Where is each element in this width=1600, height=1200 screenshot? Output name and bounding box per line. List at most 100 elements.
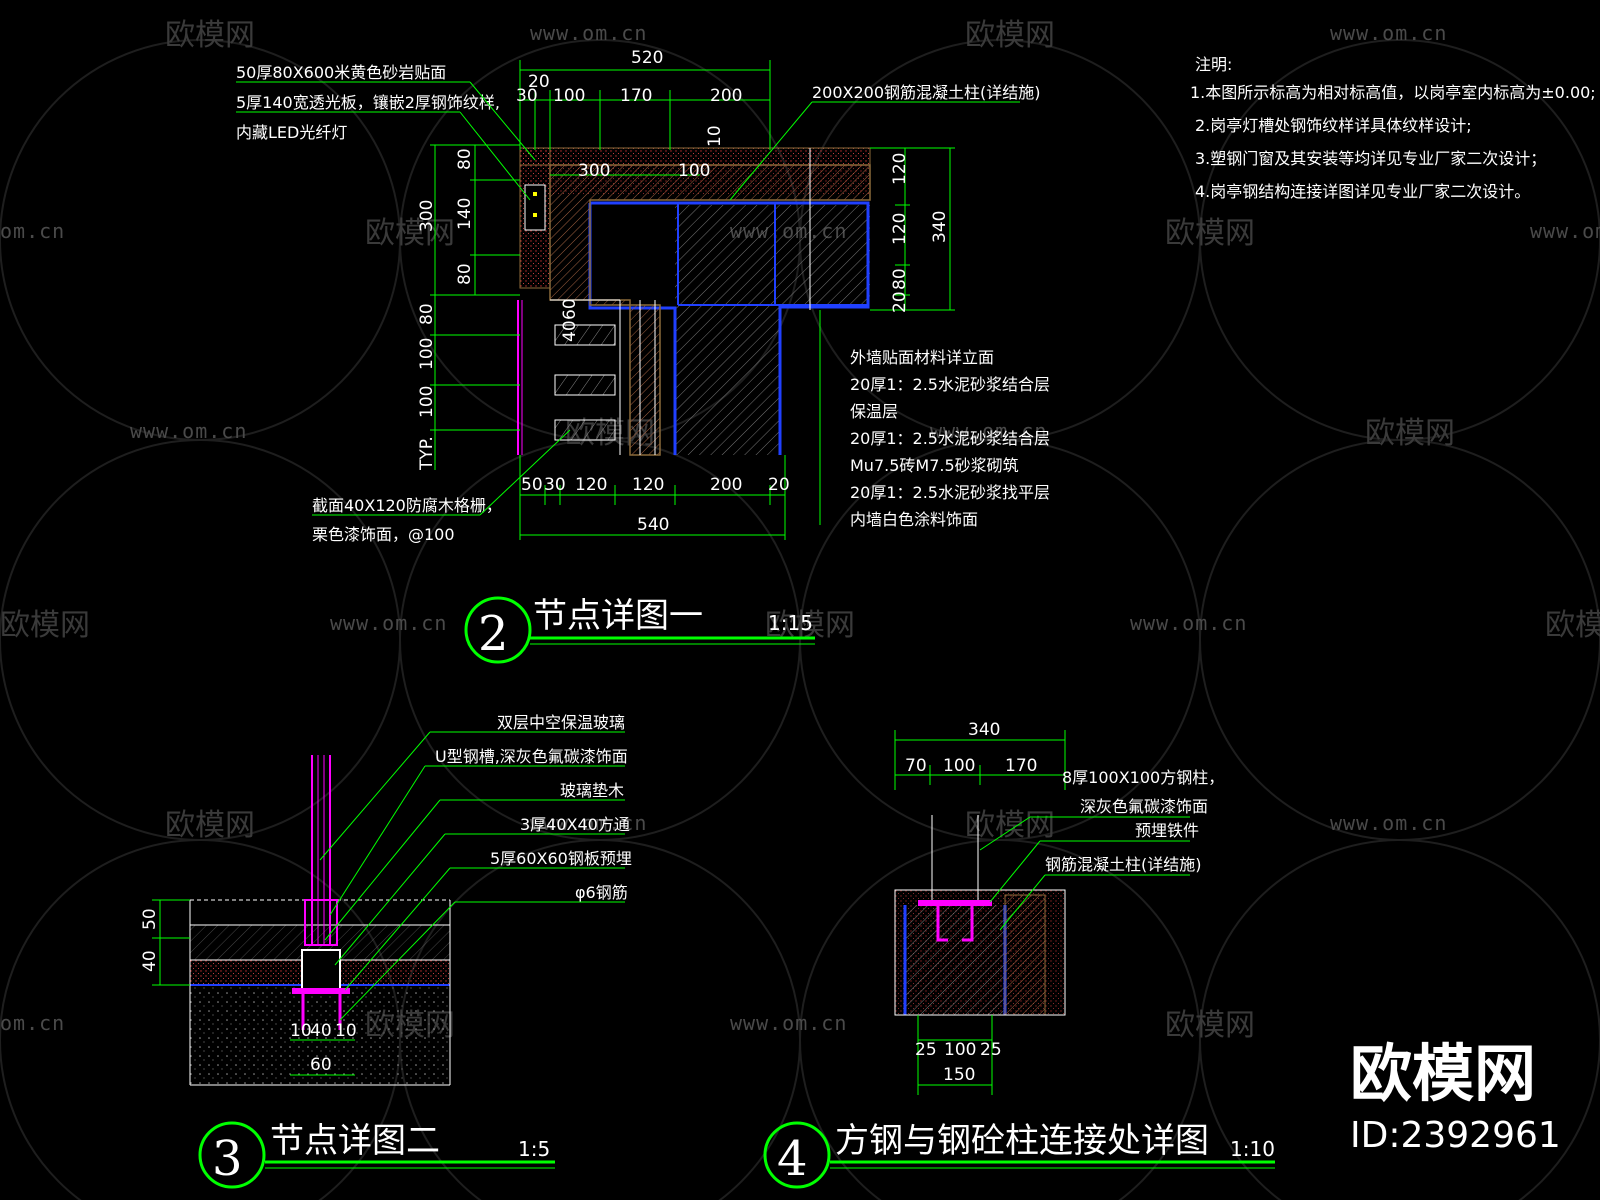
- svg-text:欧模网: 欧模网: [165, 808, 255, 843]
- svg-text:欧模网: 欧模网: [1165, 1008, 1255, 1043]
- svg-text:www.om.cn: www.om.cn: [930, 419, 1047, 443]
- svg-text:540: 540: [637, 515, 669, 535]
- svg-text:欧模网: 欧模网: [1165, 216, 1255, 251]
- note-2: 2.岗亭灯槽处钢饰纹样详具体纹样设计;: [1195, 116, 1472, 135]
- callout-led: 内藏LED光纤灯: [236, 123, 347, 142]
- note-3: 3.塑钢门窗及其安装等均详见专业厂家二次设计；: [1195, 149, 1546, 168]
- brand-name: 欧模网: [1350, 1037, 1536, 1110]
- callout-u-channel: U型钢槽,深灰色氟碳漆饰面: [435, 747, 628, 766]
- svg-text:520: 520: [631, 48, 663, 68]
- detail-4-drawing: [894, 815, 1066, 1016]
- svg-text:50: 50: [140, 908, 160, 930]
- svg-text:www.om.cn: www.om.cn: [530, 811, 647, 835]
- callout-steel-plate: 5厚60X60钢板预埋: [490, 849, 632, 868]
- detail-2-title: 2 节点详图一 1:15: [464, 596, 815, 664]
- svg-text:25: 25: [980, 1040, 1002, 1060]
- note-4: 4.岗亭钢结构连接详图详见专业厂家二次设计。: [1195, 182, 1530, 201]
- detail-3-number: 3: [212, 1131, 243, 1187]
- layer-7: 内墙白色涂料饰面: [850, 510, 978, 529]
- callout-column: 200X200钢筋混凝土柱(详结施): [812, 83, 1041, 102]
- svg-text:40: 40: [310, 1021, 332, 1041]
- svg-text:30: 30: [544, 475, 566, 495]
- svg-text:300: 300: [578, 161, 610, 181]
- svg-text:www.om.cn: www.om.cn: [530, 21, 647, 45]
- svg-text:100: 100: [553, 86, 585, 106]
- callout-embedded-part: 预埋铁件: [1135, 821, 1199, 840]
- detail-3-callouts: 双层中空保温玻璃 U型钢槽,深灰色氟碳漆饰面 玻璃垫木 3厚40X40方通 5厚…: [319, 713, 632, 1021]
- detail-4-title-text: 方钢与钢砼柱连接处详图: [835, 1121, 1209, 1161]
- svg-text:170: 170: [1005, 756, 1037, 776]
- callout-steel-column: 8厚100X100方钢柱，: [1062, 768, 1224, 787]
- svg-text:TYP.: TYP.: [417, 436, 437, 471]
- svg-text:120: 120: [890, 153, 910, 185]
- svg-text:80: 80: [890, 268, 910, 290]
- svg-text:www.om.cn: www.om.cn: [1330, 811, 1447, 835]
- detail-3-dimensions: 50 40 10 40 10 60: [140, 899, 357, 1076]
- svg-text:200: 200: [710, 86, 742, 106]
- svg-text:20: 20: [528, 72, 550, 92]
- svg-text:80: 80: [417, 303, 437, 325]
- detail-2-number: 2: [478, 606, 509, 662]
- svg-text:40: 40: [140, 950, 160, 972]
- svg-text:40: 40: [560, 320, 580, 342]
- svg-text:340: 340: [968, 720, 1000, 740]
- detail-3-title-text: 节点详图二: [270, 1121, 440, 1161]
- svg-text:www.om.cn: www.om.cn: [330, 611, 447, 635]
- svg-text:欧模网: 欧模网: [165, 18, 255, 53]
- svg-text:200: 200: [710, 475, 742, 495]
- callout-square-tube: 3厚40X40方通: [520, 815, 630, 834]
- detail-3-drawing: [189, 755, 451, 1086]
- svg-text:20: 20: [890, 291, 910, 313]
- svg-text:100: 100: [678, 161, 710, 181]
- svg-text:欧模网: 欧模网: [965, 18, 1055, 53]
- svg-text:100: 100: [417, 386, 437, 418]
- svg-text:70: 70: [905, 756, 927, 776]
- svg-text:100: 100: [943, 756, 975, 776]
- svg-text:om.cn: om.cn: [0, 219, 65, 243]
- callout-wood-finish: 栗色漆饰面，@100: [312, 525, 455, 544]
- svg-text:120: 120: [575, 475, 607, 495]
- callout-glass: 双层中空保温玻璃: [497, 713, 625, 732]
- svg-text:340: 340: [930, 211, 950, 243]
- brand-mark: 欧模网 ID:2392961: [1350, 1037, 1561, 1156]
- callout-glass-pad: 玻璃垫木: [560, 781, 624, 800]
- svg-text:60: 60: [310, 1055, 332, 1075]
- detail-4-callouts: 8厚100X100方钢柱， 深灰色氟碳漆饰面 预埋铁件 钢筋混凝土柱(详结施): [979, 768, 1224, 931]
- detail-2-scale: 1:15: [768, 611, 813, 635]
- layer-3: 保温层: [850, 402, 898, 421]
- detail-4-number: 4: [777, 1131, 808, 1187]
- svg-text:欧模网: 欧模网: [965, 808, 1055, 843]
- layer-2: 20厚1：2.5水泥砂浆结合层: [850, 375, 1050, 394]
- svg-text:140: 140: [455, 198, 475, 230]
- svg-text:150: 150: [943, 1065, 975, 1085]
- callout-wood-grille: 截面40X120防腐木格栅，: [312, 496, 502, 515]
- callout-sandstone: 50厚80X600米黄色砂岩贴面: [236, 63, 446, 82]
- svg-text:www.om.cn: www.om.cn: [130, 419, 247, 443]
- svg-text:30: 30: [516, 86, 538, 106]
- svg-text:120: 120: [890, 213, 910, 245]
- svg-text:100: 100: [944, 1040, 976, 1060]
- svg-text:10: 10: [335, 1021, 357, 1041]
- layer-1: 外墙贴面材料详立面: [850, 348, 994, 367]
- svg-text:120: 120: [632, 475, 664, 495]
- svg-text:欧模网: 欧模网: [1365, 416, 1455, 451]
- svg-text:om.cn: om.cn: [0, 1011, 65, 1035]
- callout-light-panel: 5厚140宽透光板，镶嵌2厚钢饰纹样,: [236, 93, 500, 112]
- svg-text:www.om.cn: www.om.cn: [1330, 21, 1447, 45]
- detail-4-title: 4 方钢与钢砼柱连接处详图 1:10: [763, 1121, 1275, 1189]
- detail-3-title: 3 节点详图二 1:5: [198, 1121, 555, 1189]
- brand-id: ID:2392961: [1350, 1115, 1561, 1156]
- svg-text:25: 25: [915, 1040, 937, 1060]
- layer-5: Mu7.5砖M7.5砂浆砌筑: [850, 456, 1019, 475]
- svg-text:www.om.cn: www.om.cn: [1530, 219, 1600, 243]
- detail-2-drawing: [517, 147, 871, 456]
- detail-2-dimensions: 520 20 30 100 170 200 300 100 10 80 140 …: [417, 48, 955, 540]
- notes-heading: 注明:: [1195, 55, 1232, 74]
- svg-text:欧模网: 欧模网: [0, 608, 90, 643]
- detail-4-dimensions: 340 70 100 170 25 100 25 150: [894, 720, 1066, 1095]
- layer-4: 20厚1：2.5水泥砂浆结合层: [850, 429, 1050, 448]
- callout-steel-finish: 深灰色氟碳漆饰面: [1080, 797, 1208, 816]
- callout-rc-column: 钢筋混凝土柱(详结施): [1045, 855, 1202, 874]
- callout-rebar: φ6钢筋: [575, 883, 628, 902]
